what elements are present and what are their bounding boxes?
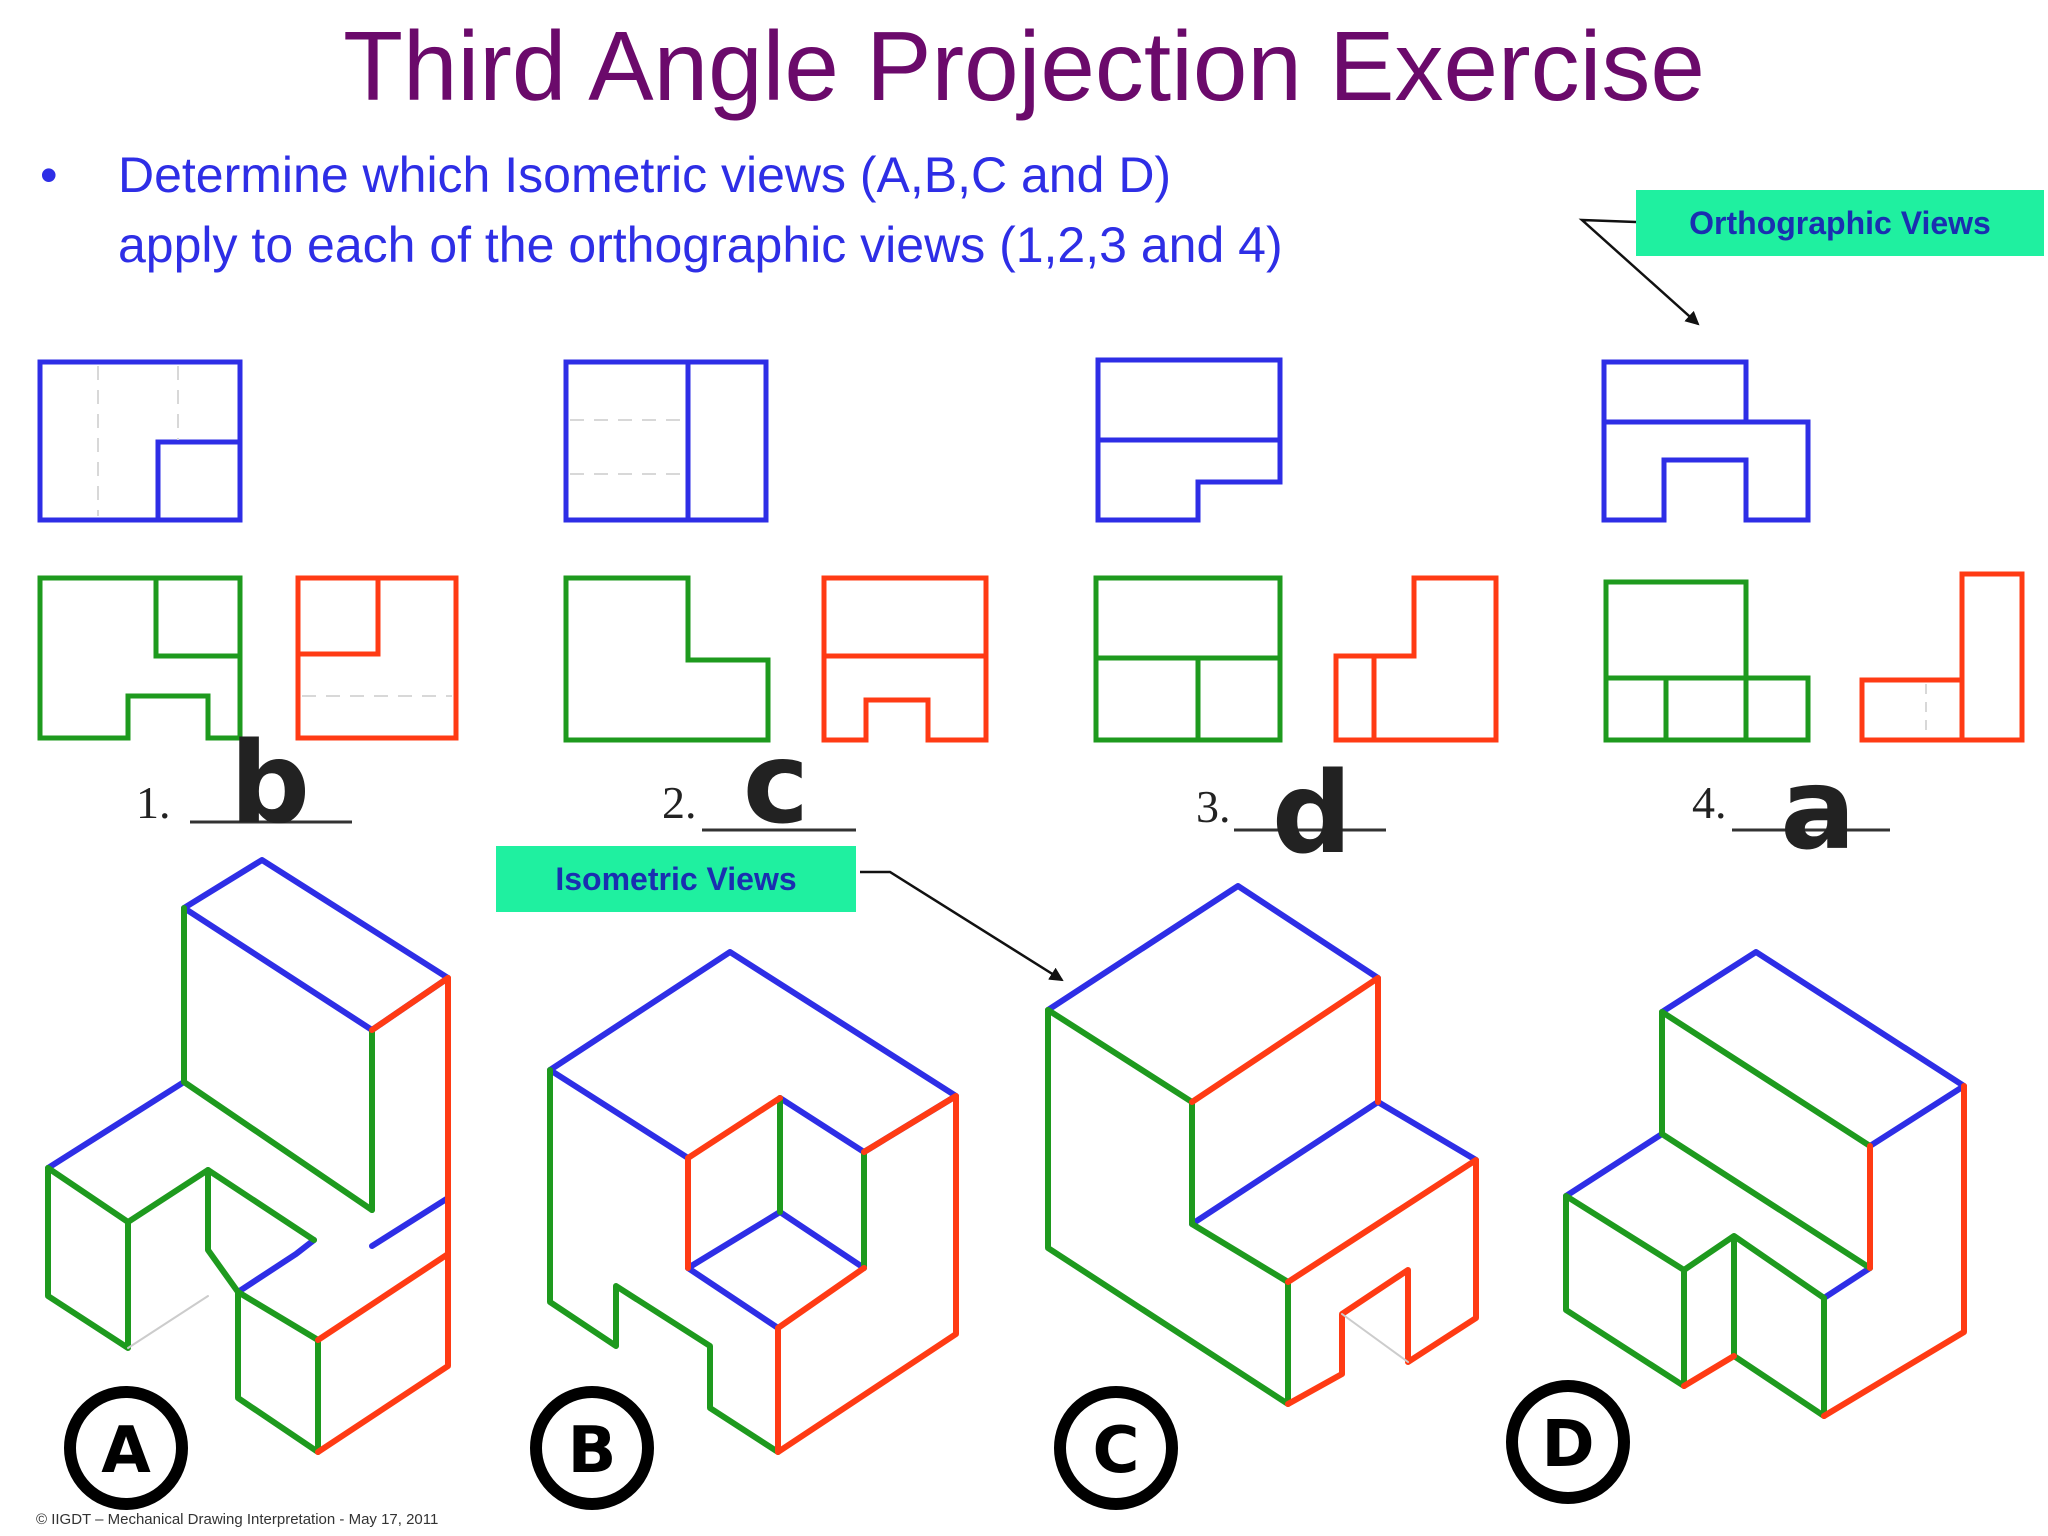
ortho-4-number: 4. (1692, 777, 1727, 828)
ortho-3-answer: d (1272, 749, 1352, 879)
orthographic-callout-label: Orthographic Views (1689, 205, 1991, 241)
ortho-1-answer: b (230, 719, 310, 849)
ortho-1-top-view (37, 359, 243, 523)
iso-d-circle (1506, 1380, 1630, 1504)
orthographic-views-callout: Orthographic Views (1578, 190, 2044, 326)
isometric-label-d: D (1506, 1380, 1630, 1504)
iso-c-letter: C (1093, 1414, 1140, 1488)
orthographic-view-4: 4. a (1601, 359, 2025, 875)
iso-d-side-edges (1681, 1083, 1967, 1419)
iso-d-front-edges (1563, 1009, 1873, 1419)
isometric-label-a: A (64, 1386, 188, 1510)
iso-b-front-edges (547, 1067, 867, 1455)
iso-b-letter: B (568, 1414, 617, 1488)
ortho-4-front-view (1603, 579, 1811, 743)
page-title: Third Angle Projection Exercise (343, 11, 1705, 121)
footer-credit: © IIGDT – Mechanical Drawing Interpretat… (36, 1511, 438, 1528)
iso-b-side-edges (685, 1093, 959, 1455)
isometric-view-a (45, 857, 451, 1455)
ortho-4-top-view (1601, 359, 1811, 523)
iso-c-top-edges (1045, 883, 1479, 1227)
orthographic-view-1: 1. b (37, 359, 459, 849)
isometric-callout-box (496, 846, 856, 912)
orthographic-callout-box (1636, 190, 2044, 256)
isometric-view-d (1563, 949, 1967, 1419)
iso-a-letter: A (101, 1414, 151, 1488)
isometric-view-c (1045, 883, 1479, 1407)
ortho-4-side-view (1859, 571, 2025, 743)
orthographic-view-2: 2. c (563, 359, 989, 849)
ortho-2-answer: c (743, 719, 809, 849)
iso-c-circle (1054, 1386, 1178, 1510)
orthographic-view-3: 3. d (1093, 357, 1499, 879)
isometric-callout-label: Isometric Views (555, 861, 796, 897)
iso-c-front-edges (1045, 1007, 1291, 1407)
iso-b-top-edges (547, 949, 959, 1331)
iso-a-circle (64, 1386, 188, 1510)
bullet-marker: • (40, 147, 58, 203)
instruction-line-1: Determine which Isometric views (A,B,C a… (118, 147, 1171, 203)
iso-a-hidden-edges (127, 1295, 209, 1349)
orthographic-callout-arrow (1578, 218, 1700, 326)
ortho-1-front-view (37, 575, 243, 741)
isometric-label-b: B (530, 1386, 654, 1510)
ortho-2-front-view (563, 575, 771, 743)
ortho-1-side-view (295, 575, 459, 741)
isometric-label-c: C (1054, 1386, 1178, 1510)
isometric-callout-arrow (860, 870, 1064, 982)
ortho-3-front-view (1093, 575, 1283, 743)
iso-a-top-edges (45, 857, 451, 1295)
iso-c-hidden-edges (1341, 1313, 1409, 1363)
ortho-3-top-view (1095, 357, 1283, 523)
ortho-3-side-view (1333, 575, 1499, 743)
iso-a-front-edges (45, 905, 375, 1455)
iso-c-side-edges (1189, 975, 1479, 1407)
ortho-4-answer: a (1780, 745, 1856, 875)
ortho-1-number: 1. (136, 777, 171, 828)
ortho-2-top-view (563, 359, 769, 523)
ortho-2-side-view (821, 575, 989, 743)
isometric-view-b (547, 949, 959, 1455)
iso-d-top-edges (1563, 949, 1967, 1301)
instruction-line-2: apply to each of the orthographic views … (118, 217, 1283, 273)
iso-d-letter: D (1541, 1408, 1594, 1482)
ortho-3-number: 3. (1196, 781, 1231, 832)
iso-b-circle (530, 1386, 654, 1510)
iso-a-side-edges (315, 975, 451, 1455)
ortho-2-number: 2. (662, 777, 697, 828)
isometric-views-callout: Isometric Views (496, 846, 1064, 982)
